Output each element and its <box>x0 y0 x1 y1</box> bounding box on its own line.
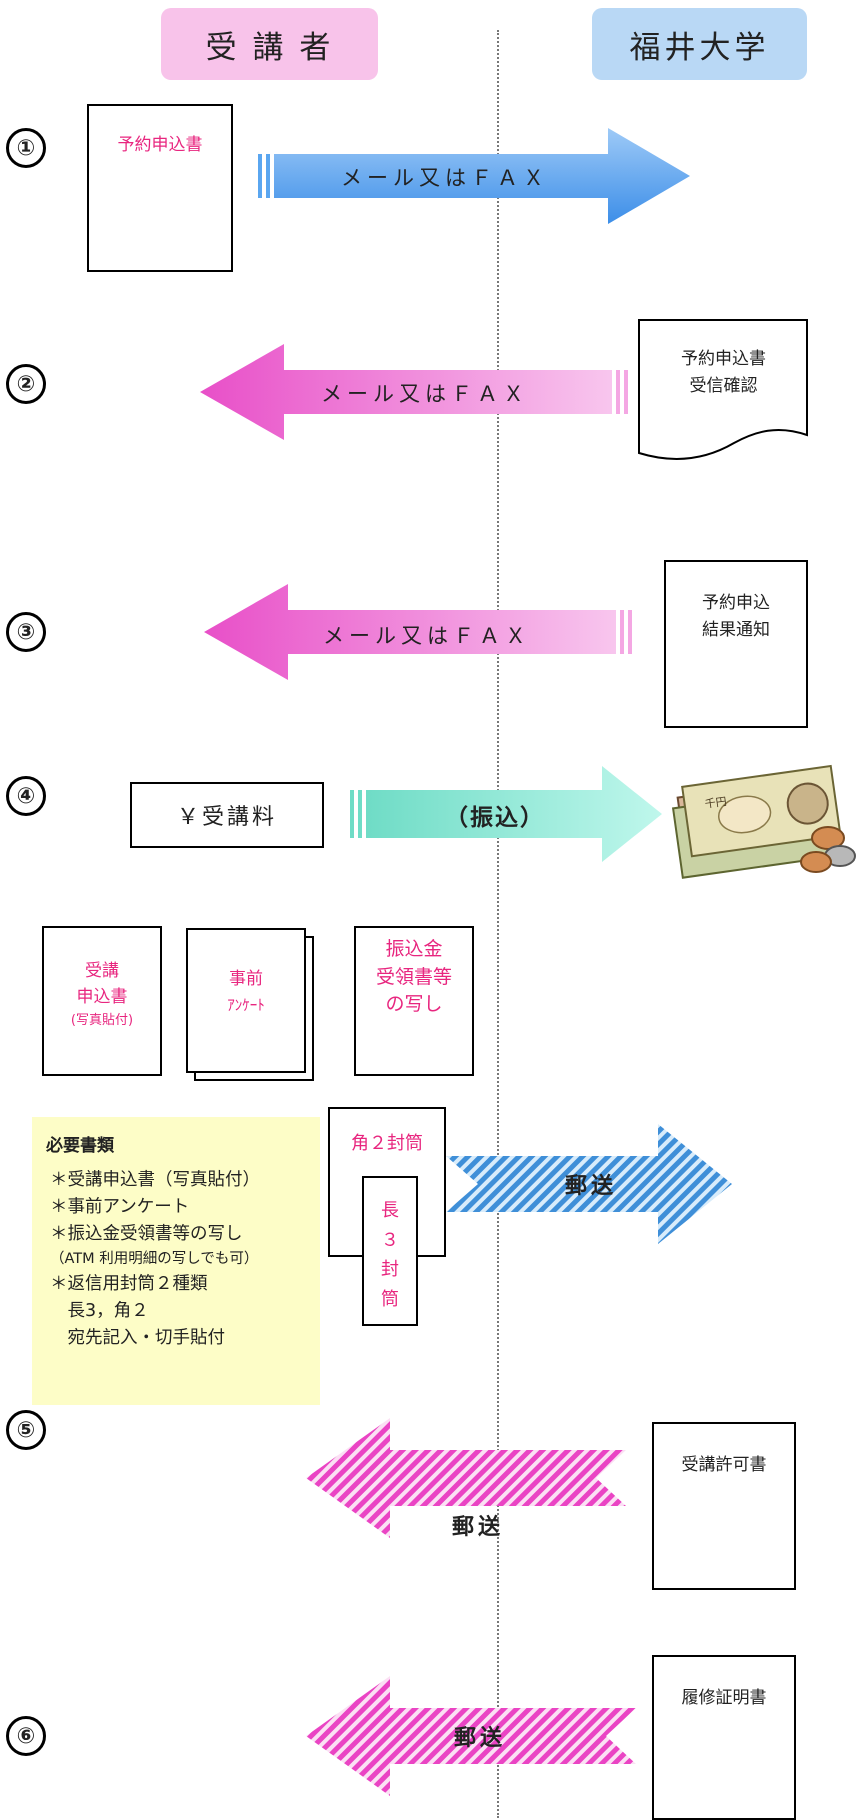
required-item-3: ＊振込金受領書等の写し <box>50 1224 243 1245</box>
application-form-doc: 受講 申込書 (写真貼付) <box>42 926 162 1076</box>
result-notice-doc: 予約申込 結果通知 <box>664 560 808 728</box>
required-documents-title: 必要書類 <box>46 1136 114 1156</box>
reservation-form-doc: 予約申込書 <box>87 104 233 272</box>
survey-line1: 事前 <box>229 969 263 989</box>
envelope-naga3-char-2: ３ <box>381 1229 399 1251</box>
step-2-number: ② <box>6 364 46 404</box>
required-item-2: ＊事前アンケート <box>50 1197 190 1218</box>
envelope-kaku2-label: 角２封筒 <box>351 1133 423 1154</box>
required-item-1: ＊受講申込書（写真貼付） <box>50 1170 260 1190</box>
fee-label: ￥受講料 <box>176 805 277 830</box>
required-item-4: （ATM 利用明細の写しでも可） <box>50 1251 259 1268</box>
receipt-confirmation-line1: 予約申込書 <box>681 349 766 369</box>
envelope-naga3-char-1: 長 <box>381 1200 399 1221</box>
step-3-arrow-label: メール又はＦＡＸ <box>323 624 531 648</box>
center-divider <box>497 30 499 1818</box>
transfer-receipt-line3: の写し <box>385 993 443 1016</box>
envelope-naga3: 長 ３ 封 筒 <box>362 1176 418 1326</box>
survey-line2: ｱﾝｹｰﾄ <box>227 996 265 1015</box>
result-notice-line1: 予約申込 <box>702 593 770 613</box>
step-3-arrow-left <box>204 584 632 680</box>
certificate-label: 履修証明書 <box>681 1688 767 1708</box>
step-1-number: ① <box>6 128 46 168</box>
step-2-arrow-label: メール又はＦＡＸ <box>321 382 529 406</box>
step-1-arrow-label: メール又はＦＡＸ <box>341 166 549 190</box>
step-6-mail-arrow <box>306 1676 636 1796</box>
envelope-naga3-char-4: 筒 <box>381 1289 399 1311</box>
certificate-doc: 履修証明書 <box>652 1655 796 1820</box>
reservation-form-label: 予約申込書 <box>117 135 203 155</box>
step-3-number: ③ <box>6 612 46 652</box>
result-notice-line2: 結果通知 <box>702 620 770 641</box>
university-header-label: 福井大学 <box>629 29 770 66</box>
required-item-7: 宛先記入・切手貼付 <box>50 1328 225 1349</box>
step-6-number: ⑥ <box>6 1716 46 1756</box>
university-header: 福井大学 <box>592 8 807 80</box>
required-item-6: 長3，角２ <box>50 1300 149 1321</box>
attendance-permit-label: 受講許可書 <box>681 1455 767 1475</box>
attendance-permit-doc: 受講許可書 <box>652 1422 796 1590</box>
transfer-receipt-copy-doc: 振込金 受領書等 の写し <box>354 926 474 1076</box>
transfer-receipt-line2: 受領書等 <box>375 965 452 988</box>
application-form-line2: 申込書 <box>76 987 128 1008</box>
survey-doc: 事前 ｱﾝｹｰﾄ <box>186 928 306 1073</box>
trainee-header: 受 講 者 <box>161 8 378 80</box>
step-1-arrow-right <box>258 128 690 224</box>
step-4-mail-label: 郵送 <box>564 1174 617 1199</box>
required-documents-box: 必要書類 ＊受講申込書（写真貼付） ＊事前アンケート ＊振込金受領書等の写し （… <box>32 1117 320 1405</box>
required-documents-list: ＊受講申込書（写真貼付） ＊事前アンケート ＊振込金受領書等の写し （ATM 利… <box>50 1167 260 1352</box>
step-4-number: ④ <box>6 776 46 816</box>
application-form-line3: (写真貼付) <box>70 1012 134 1028</box>
step-4-arrow-label: （振込） <box>445 805 545 831</box>
application-form-line1: 受講 <box>85 961 119 981</box>
step-5-mail-arrow <box>306 1418 626 1538</box>
fee-box: ￥受講料 <box>130 782 324 848</box>
step-4-mail-arrow <box>446 1124 732 1244</box>
required-item-5: ＊返信用封筒２種類 <box>50 1273 208 1294</box>
receipt-confirmation-line2: 受信確認 <box>689 376 758 397</box>
svg-text:千円: 千円 <box>704 795 728 811</box>
step-6-mail-label: 郵送 <box>453 1726 506 1751</box>
envelope-naga3-char-3: 封 <box>381 1259 399 1281</box>
receipt-confirmation-doc <box>638 319 808 460</box>
transfer-receipt-line1: 振込金 <box>385 938 443 960</box>
step-4-transfer-arrow <box>350 766 662 862</box>
step-5-mail-label: 郵送 <box>451 1515 504 1540</box>
step-2-arrow-left <box>200 344 628 440</box>
money-illustration: 千円 <box>671 764 856 879</box>
step-5-number: ⑤ <box>6 1410 46 1450</box>
trainee-header-label: 受 講 者 <box>205 29 334 66</box>
